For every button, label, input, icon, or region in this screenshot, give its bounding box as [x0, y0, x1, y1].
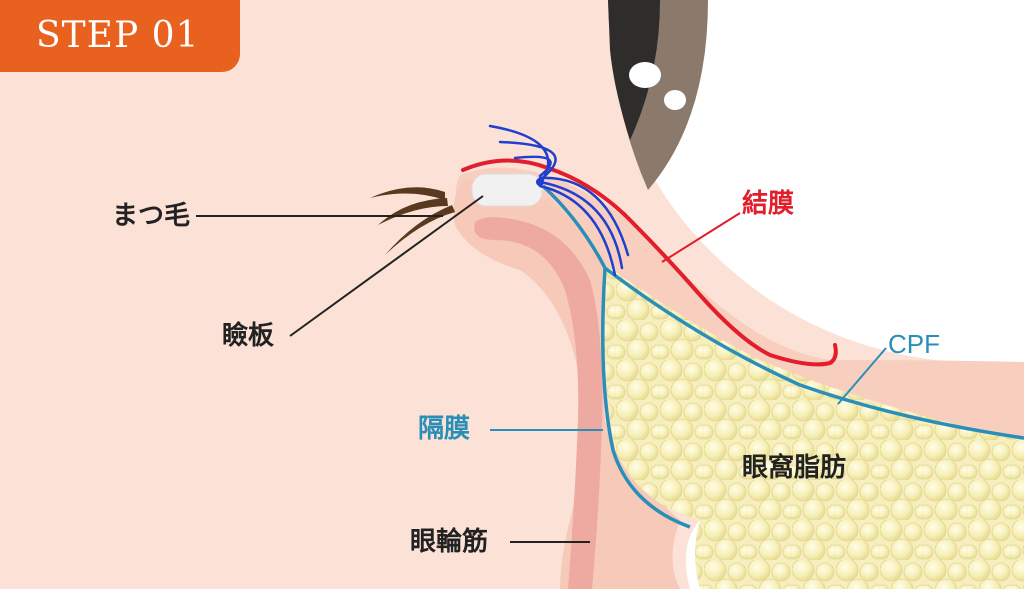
label-septum: 隔膜 — [418, 414, 471, 444]
eyelid-front — [453, 180, 680, 589]
tarsus-plate — [471, 173, 543, 207]
label-tarsus: 瞼板 — [222, 321, 275, 351]
step-badge-label: STEP 01 — [36, 15, 200, 56]
eyelid-tissue — [455, 167, 1024, 440]
iris-icon — [608, 0, 708, 190]
step-badge: STEP 01 — [0, 0, 240, 72]
label-conjunctiva: 結膜 — [742, 189, 795, 219]
label-orbital-fat: 眼窩脂肪 — [742, 453, 847, 483]
cpf-line — [603, 266, 1024, 440]
suture-lines — [488, 124, 630, 277]
label-eyelashes: まつ毛 — [112, 201, 191, 231]
label-orbicularis: 眼輪筋 — [410, 527, 489, 557]
orbital-fat — [603, 265, 1024, 589]
eyelashes-icon — [370, 187, 455, 255]
suture-knot-icon — [536, 178, 544, 186]
septum-line — [541, 184, 691, 529]
orbicularis-muscle — [474, 217, 603, 589]
label-cpf: CPF — [888, 329, 940, 359]
sclera — [610, 0, 1024, 589]
leader-conjunctiva — [661, 212, 741, 263]
leader-tarsus — [289, 195, 484, 337]
leader-cpf — [837, 347, 887, 405]
